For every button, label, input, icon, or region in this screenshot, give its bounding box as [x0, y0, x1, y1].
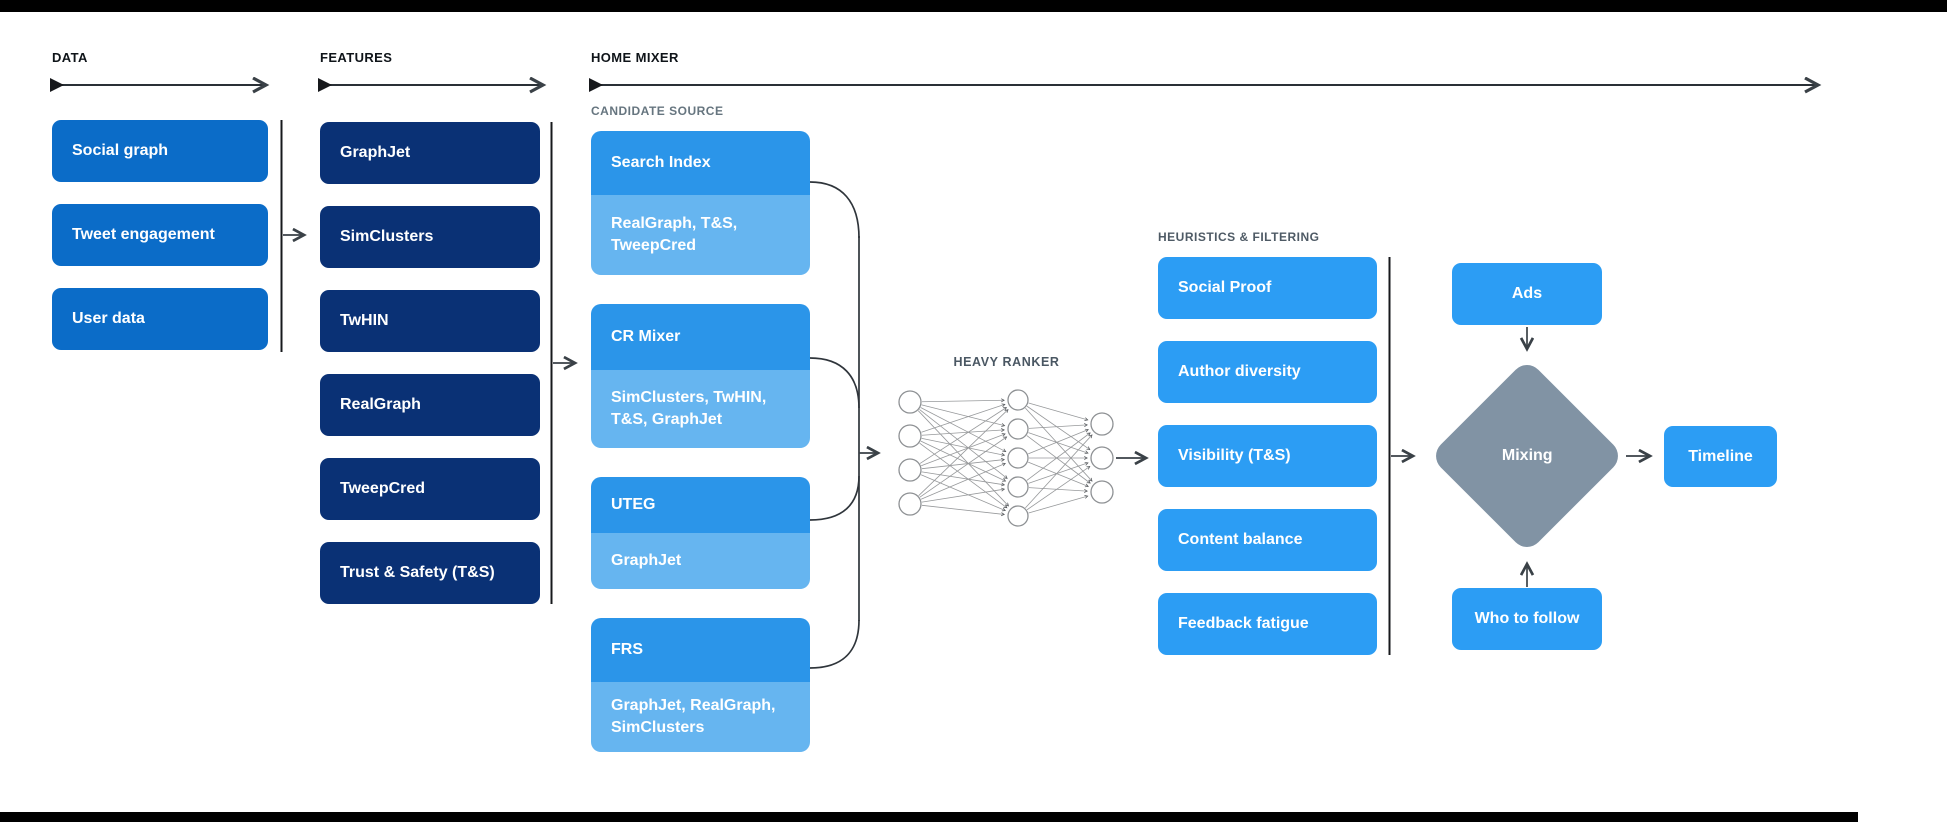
box-tweepcred: TweepCred	[320, 458, 540, 520]
nn-node	[1090, 412, 1114, 436]
nn-edge	[1028, 487, 1088, 493]
nn-edge	[1026, 432, 1091, 481]
nn-node	[898, 492, 922, 516]
box-who-to-follow: Who to follow	[1452, 588, 1602, 650]
nn-edge	[919, 407, 1008, 464]
candidate-cr-mixer-features: SimClusters, TwHIN, T&S, GraphJet	[591, 370, 810, 448]
candidate-source-label: CANDIDATE SOURCE	[591, 104, 724, 118]
box-social-proof: Social Proof	[1158, 257, 1377, 319]
box-trust-safety: Trust & Safety (T&S)	[320, 542, 540, 604]
nn-node	[1007, 476, 1029, 498]
nn-edge	[921, 504, 1005, 517]
nn-edge	[921, 403, 1006, 433]
candidate-frs-title: FRS	[591, 618, 810, 682]
box-social-graph: Social graph	[52, 120, 268, 182]
nn-edge	[921, 438, 1006, 457]
candidate-uteg: UTEG GraphJet	[591, 477, 810, 589]
nn-node	[898, 424, 922, 448]
nn-edge	[1028, 432, 1089, 455]
heavy-ranker-label: HEAVY RANKER	[953, 355, 1060, 369]
candidate-uteg-title: UTEG	[591, 477, 810, 533]
nn-node	[1007, 389, 1029, 411]
nn-edge	[1025, 407, 1093, 482]
top-letterbox-bar	[0, 0, 1947, 12]
mixing-label: Mixing	[1501, 446, 1553, 464]
data-header: DATA	[52, 50, 88, 65]
heavy-ranker-network	[898, 389, 1114, 527]
nn-edge	[921, 457, 1005, 470]
candidate-search-index: Search Index RealGraph, T&S, TweepCred	[591, 131, 810, 275]
candidate-frs: FRS GraphJet, RealGraph, SimClusters	[591, 618, 810, 752]
home-mixer-header: HOME MIXER	[591, 50, 679, 65]
nn-edge	[1025, 434, 1093, 509]
box-content-balance: Content balance	[1158, 509, 1377, 571]
nn-edge	[1028, 428, 1089, 455]
nn-edge	[920, 462, 1006, 500]
nn-node	[1007, 505, 1029, 527]
box-visibility: Visibility (T&S)	[1158, 425, 1377, 487]
nn-edge	[920, 440, 1007, 482]
nn-edge	[919, 409, 1008, 479]
nn-edge	[921, 471, 1006, 487]
nn-edge	[1028, 461, 1089, 488]
box-realgraph: RealGraph	[320, 374, 540, 436]
box-ads: Ads	[1452, 263, 1602, 325]
candidate-cr-mixer: CR Mixer SimClusters, TwHIN, T&S, GraphJ…	[591, 304, 810, 448]
nn-edge	[1028, 402, 1089, 421]
nn-edge	[921, 428, 1005, 436]
nn-node	[1090, 480, 1114, 504]
connector-candidates	[809, 181, 860, 669]
candidate-search-index-title: Search Index	[591, 131, 810, 195]
nn-edge	[921, 404, 1006, 427]
nn-edge	[1028, 495, 1089, 514]
candidate-frs-features: GraphJet, RealGraph, SimClusters	[591, 682, 810, 752]
nn-node	[1007, 418, 1029, 440]
box-tweet-engagement: Tweet engagement	[52, 204, 268, 266]
box-feedback-fatigue: Feedback fatigue	[1158, 593, 1377, 655]
features-header: FEATURES	[320, 50, 393, 65]
candidate-search-index-features: RealGraph, T&S, TweepCred	[591, 195, 810, 275]
nn-edge	[1026, 466, 1091, 511]
box-simclusters: SimClusters	[320, 206, 540, 268]
box-user-data: User data	[52, 288, 268, 350]
nn-node	[1007, 447, 1029, 469]
nn-edge	[920, 407, 1007, 453]
box-twhin: TwHIN	[320, 290, 540, 352]
nn-edge	[1026, 435, 1091, 484]
nn-node	[898, 390, 922, 414]
box-graphjet: GraphJet	[320, 122, 540, 184]
candidate-cr-mixer-title: CR Mixer	[591, 304, 810, 370]
nn-node	[898, 458, 922, 482]
box-author-diversity: Author diversity	[1158, 341, 1377, 403]
nn-edge	[1028, 423, 1088, 429]
bottom-letterbox-bar	[0, 812, 1858, 822]
heuristics-label: HEURISTICS & FILTERING	[1158, 230, 1320, 244]
nn-edge	[918, 409, 1009, 496]
nn-node	[1090, 446, 1114, 470]
nn-edge	[1028, 461, 1089, 484]
nn-edge	[920, 474, 1006, 512]
box-timeline: Timeline	[1664, 426, 1777, 487]
nn-edge	[921, 487, 1006, 503]
nn-edge	[1026, 405, 1091, 450]
candidate-uteg-features: GraphJet	[591, 533, 810, 589]
nn-edge	[917, 410, 1010, 507]
nn-edge	[921, 433, 1006, 467]
nn-edge	[921, 398, 1005, 403]
nn-edge	[919, 436, 1008, 498]
